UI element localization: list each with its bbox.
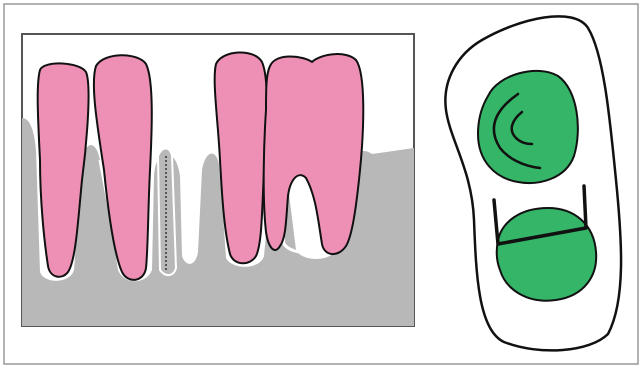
socket-outline bbox=[158, 149, 176, 276]
lower-graft-area bbox=[497, 208, 597, 301]
extraction-socket bbox=[158, 149, 176, 276]
cross-section-panel bbox=[22, 34, 414, 326]
